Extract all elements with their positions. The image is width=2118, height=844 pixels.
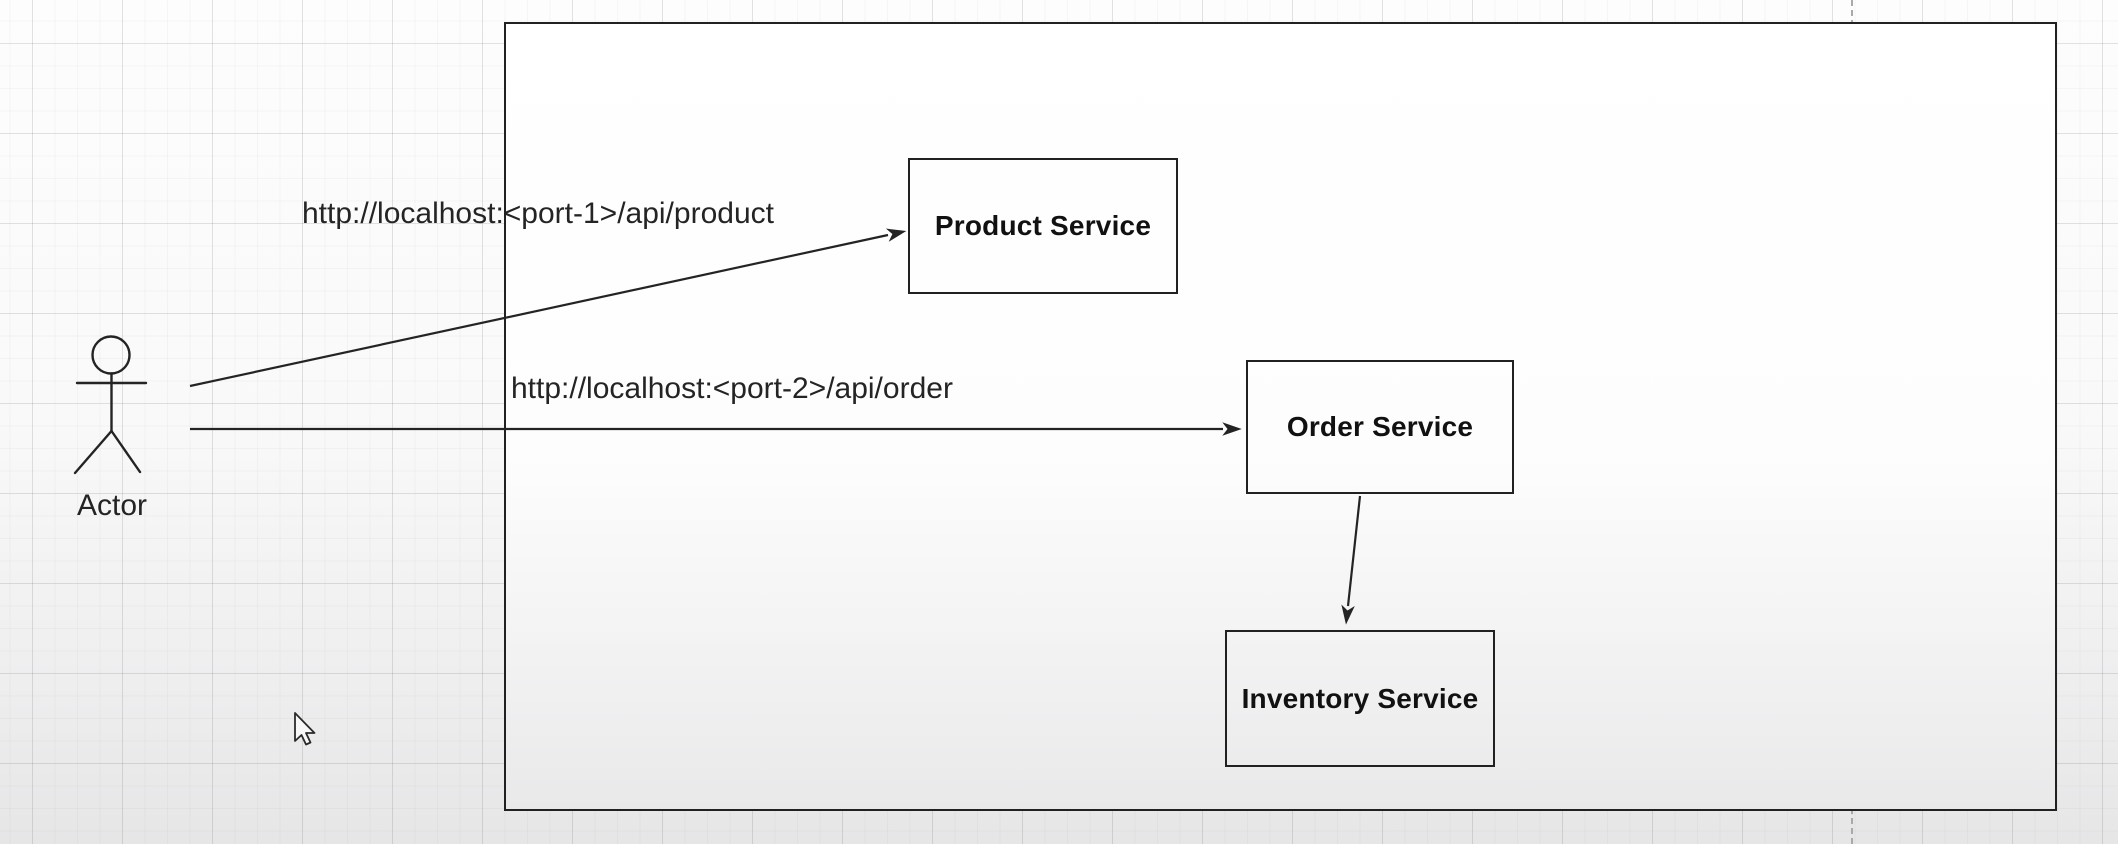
actor-left-leg [73,429,113,475]
mouse-cursor [294,712,316,746]
actor-label[interactable]: Actor [76,489,148,522]
request-url-product[interactable]: http://localhost:<port-1>/api/product [302,197,774,230]
order-service-label: Order Service [1286,411,1474,442]
node-inventory-service[interactable]: Inventory Service [1225,630,1495,767]
request-url-order[interactable]: http://localhost:<port-2>/api/order [511,372,953,405]
actor-right-leg [110,429,142,474]
node-product-service[interactable]: Product Service [908,158,1178,294]
node-order-service[interactable]: Order Service [1246,360,1514,494]
product-service-label: Product Service [934,210,1152,241]
inventory-service-label: Inventory Service [1241,682,1479,714]
actor-figure[interactable] [50,328,180,483]
actor-head [91,335,131,375]
edge-order-to-inventory-service[interactable] [1341,495,1362,625]
edge-actor-to-product-service[interactable] [189,228,907,388]
system-container[interactable]: Product Service Order Service Inventory … [504,22,2057,811]
